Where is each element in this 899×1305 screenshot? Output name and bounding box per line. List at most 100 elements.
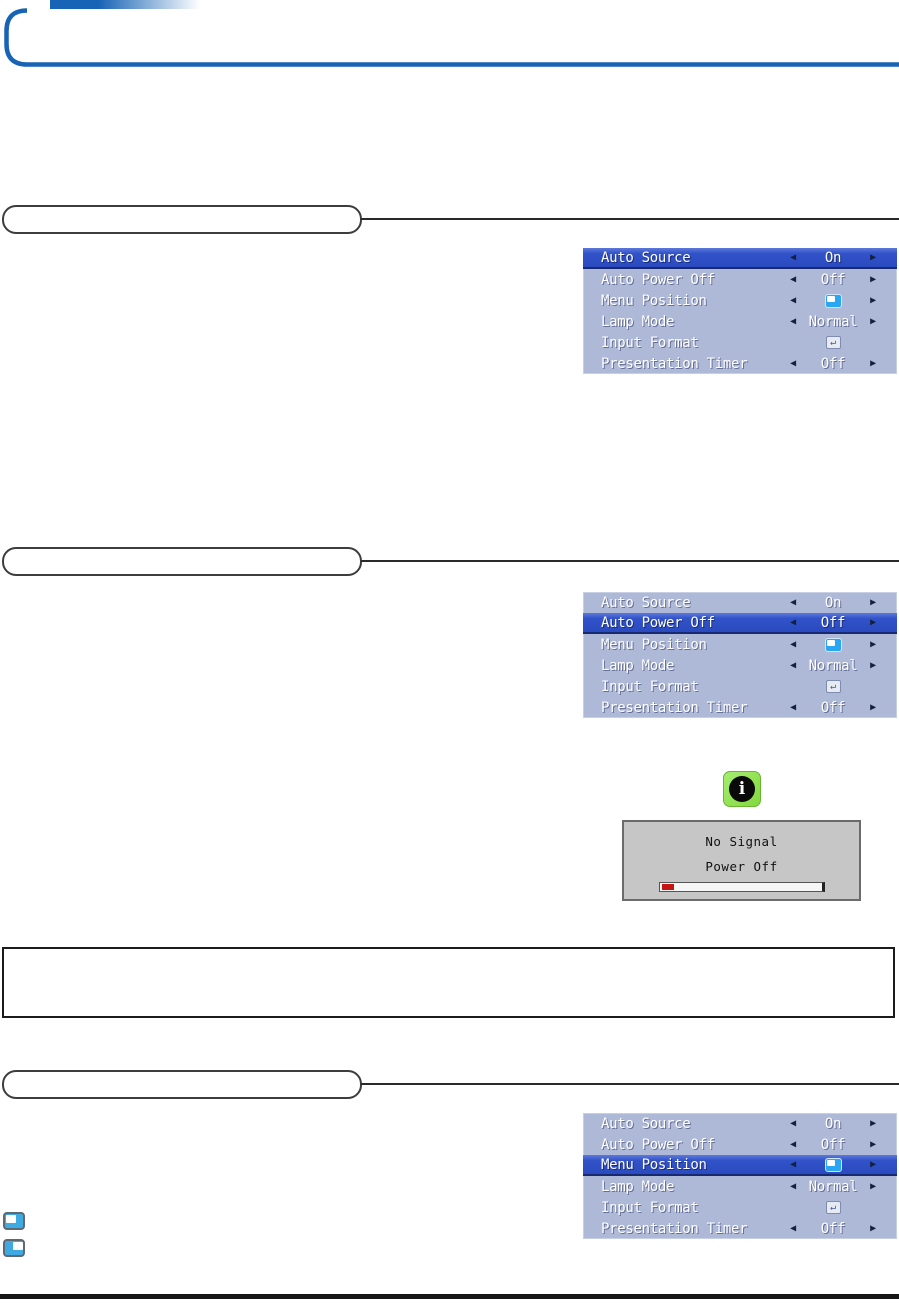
menu-position-icon-corner bbox=[826, 295, 835, 302]
left-arrow-icon: ◀ bbox=[790, 358, 796, 369]
osd-row-label: Input Format bbox=[601, 334, 699, 351]
left-arrow-icon: ◀ bbox=[790, 252, 796, 263]
menu-position-icon-corner bbox=[826, 1159, 835, 1166]
osd-row-label: Presentation Timer bbox=[601, 1220, 748, 1237]
osd-row-lamp-mode: Lamp Mode◀Normal▶ bbox=[583, 655, 897, 676]
osd-row-auto-source: Auto Source ◀ On ▶ bbox=[583, 248, 897, 269]
right-arrow-icon: ▶ bbox=[870, 1139, 876, 1150]
section-header-rule-1 bbox=[361, 218, 899, 220]
left-arrow-icon: ◀ bbox=[790, 274, 796, 285]
right-arrow-icon: ▶ bbox=[870, 617, 876, 628]
section-header-pill-1 bbox=[2, 205, 362, 234]
section-header-pill-2 bbox=[2, 547, 362, 576]
osd-row-input-format: Input Format◀↵▶ bbox=[583, 332, 897, 353]
menu-position-icon bbox=[824, 1157, 842, 1172]
osd-row-label: Lamp Mode bbox=[601, 313, 675, 330]
power-off-dialog: No Signal Power Off bbox=[622, 820, 861, 901]
left-arrow-icon: ◀ bbox=[790, 316, 796, 327]
osd-row-presentation-timer: Presentation Timer◀Off▶ bbox=[583, 1218, 897, 1239]
note-box bbox=[2, 947, 895, 1018]
osd-row-value: ↵ bbox=[801, 680, 865, 693]
osd-menu-auto-source: Auto Source◀On▶Auto Power Off◀Off▶Menu P… bbox=[583, 248, 897, 374]
enter-key-icon: ↵ bbox=[825, 680, 841, 693]
osd-row-auto-power-off: Auto Power Off◀Off▶ bbox=[583, 613, 897, 634]
info-icon-glyph: i bbox=[729, 776, 755, 802]
menu-position-icon-corner bbox=[826, 639, 835, 646]
right-arrow-icon: ▶ bbox=[870, 274, 876, 285]
osd-row-label: Auto Power Off bbox=[601, 271, 715, 288]
info-icon: i bbox=[723, 771, 761, 807]
right-arrow-icon: ▶ bbox=[870, 597, 876, 608]
left-arrow-icon: ◀ bbox=[790, 295, 796, 306]
left-arrow-icon: ◀ bbox=[790, 1139, 796, 1150]
page-header-frame bbox=[4, 8, 899, 67]
osd-row-value: Off bbox=[820, 271, 846, 288]
enter-key-icon: ↵ bbox=[825, 1201, 841, 1214]
osd-row-value: On bbox=[824, 1115, 842, 1132]
menu-position-icon bbox=[824, 637, 842, 652]
osd-row-value: On bbox=[824, 249, 842, 266]
osd-row-menu-position: Menu Position ◀ ▶ bbox=[583, 634, 897, 655]
osd-row-label: Menu Position bbox=[601, 292, 707, 309]
osd-row-auto-power-off: Auto Power Off ◀ Off ▶ bbox=[583, 269, 897, 290]
osd-row-value: Normal bbox=[808, 1178, 858, 1195]
osd-row-presentation-timer: Presentation Timer◀Off▶ bbox=[583, 353, 897, 374]
dialog-line-no-signal: No Signal bbox=[705, 834, 778, 849]
osd-row-label: Input Format bbox=[601, 1199, 699, 1216]
right-arrow-icon: ▶ bbox=[870, 295, 876, 306]
osd-row-label: Auto Source bbox=[601, 249, 691, 266]
osd-row-value: On bbox=[824, 594, 842, 611]
osd-row-input-format: Input Format◀↵▶ bbox=[583, 1197, 897, 1218]
right-arrow-icon: ▶ bbox=[870, 1223, 876, 1234]
left-arrow-icon: ◀ bbox=[790, 1159, 796, 1170]
section-header-pill-3 bbox=[2, 1070, 362, 1099]
dialog-line-power-off: Power Off bbox=[705, 859, 778, 874]
osd-row-auto-source: Auto Source◀On▶ bbox=[583, 1113, 897, 1134]
right-arrow-icon: ▶ bbox=[870, 1159, 876, 1170]
osd-row-menu-position: Menu Position ◀ ▶ bbox=[583, 1155, 897, 1176]
osd-row-menu-position: Menu Position ◀ ▶ bbox=[583, 290, 897, 311]
osd-row-auto-source: Auto Source ◀ On ▶ bbox=[583, 592, 897, 613]
osd-row-value: Off bbox=[820, 1220, 846, 1237]
right-arrow-icon: ▶ bbox=[870, 1181, 876, 1192]
osd-menu-menu-position: Auto Source◀On▶Auto Power Off◀Off▶Menu P… bbox=[583, 1113, 897, 1239]
left-arrow-icon: ◀ bbox=[790, 597, 796, 608]
header-gradient-bar bbox=[50, 0, 200, 9]
section-header-rule-3 bbox=[361, 1083, 899, 1085]
osd-row-label: Presentation Timer bbox=[601, 699, 748, 716]
right-arrow-icon: ▶ bbox=[870, 639, 876, 650]
osd-menu-auto-power-off: Auto Source◀On▶Auto Power Off◀Off▶Menu P… bbox=[583, 592, 897, 718]
osd-row-auto-power-off: Auto Power Off◀Off▶ bbox=[583, 1134, 897, 1155]
left-arrow-icon: ◀ bbox=[790, 1118, 796, 1129]
osd-row-input-format: Input Format◀↵▶ bbox=[583, 676, 897, 697]
osd-row-value bbox=[801, 637, 865, 652]
osd-row-label: Menu Position bbox=[601, 636, 707, 653]
left-arrow-icon: ◀ bbox=[790, 617, 796, 628]
osd-row-value: Off bbox=[820, 699, 846, 716]
osd-row-label: Presentation Timer bbox=[601, 355, 748, 372]
left-arrow-icon: ◀ bbox=[790, 702, 796, 713]
osd-row-lamp-mode: Lamp Mode◀Normal▶ bbox=[583, 311, 897, 332]
enter-key-icon: ↵ bbox=[825, 336, 841, 349]
osd-row-label: Auto Source bbox=[601, 594, 691, 611]
menu-position-top-right-icon bbox=[3, 1239, 25, 1257]
page-bottom-rule bbox=[0, 1294, 899, 1299]
osd-row-value: Off bbox=[820, 614, 846, 631]
osd-row-value: Off bbox=[820, 1136, 846, 1153]
osd-row-label: Lamp Mode bbox=[601, 657, 675, 674]
countdown-progress-fill bbox=[662, 884, 674, 890]
osd-row-value bbox=[801, 1157, 865, 1172]
osd-row-label: Menu Position bbox=[601, 1156, 707, 1173]
osd-row-value: Normal bbox=[808, 313, 858, 330]
right-arrow-icon: ▶ bbox=[870, 660, 876, 671]
right-arrow-icon: ▶ bbox=[870, 1118, 876, 1129]
osd-row-value: Off bbox=[820, 355, 846, 372]
left-arrow-icon: ◀ bbox=[790, 639, 796, 650]
right-arrow-icon: ▶ bbox=[870, 252, 876, 263]
left-arrow-icon: ◀ bbox=[790, 1181, 796, 1192]
menu-position-top-left-icon bbox=[3, 1212, 25, 1230]
osd-row-label: Lamp Mode bbox=[601, 1178, 675, 1195]
right-arrow-icon: ▶ bbox=[870, 702, 876, 713]
osd-row-value bbox=[801, 293, 865, 308]
osd-row-value: ↵ bbox=[801, 1201, 865, 1214]
